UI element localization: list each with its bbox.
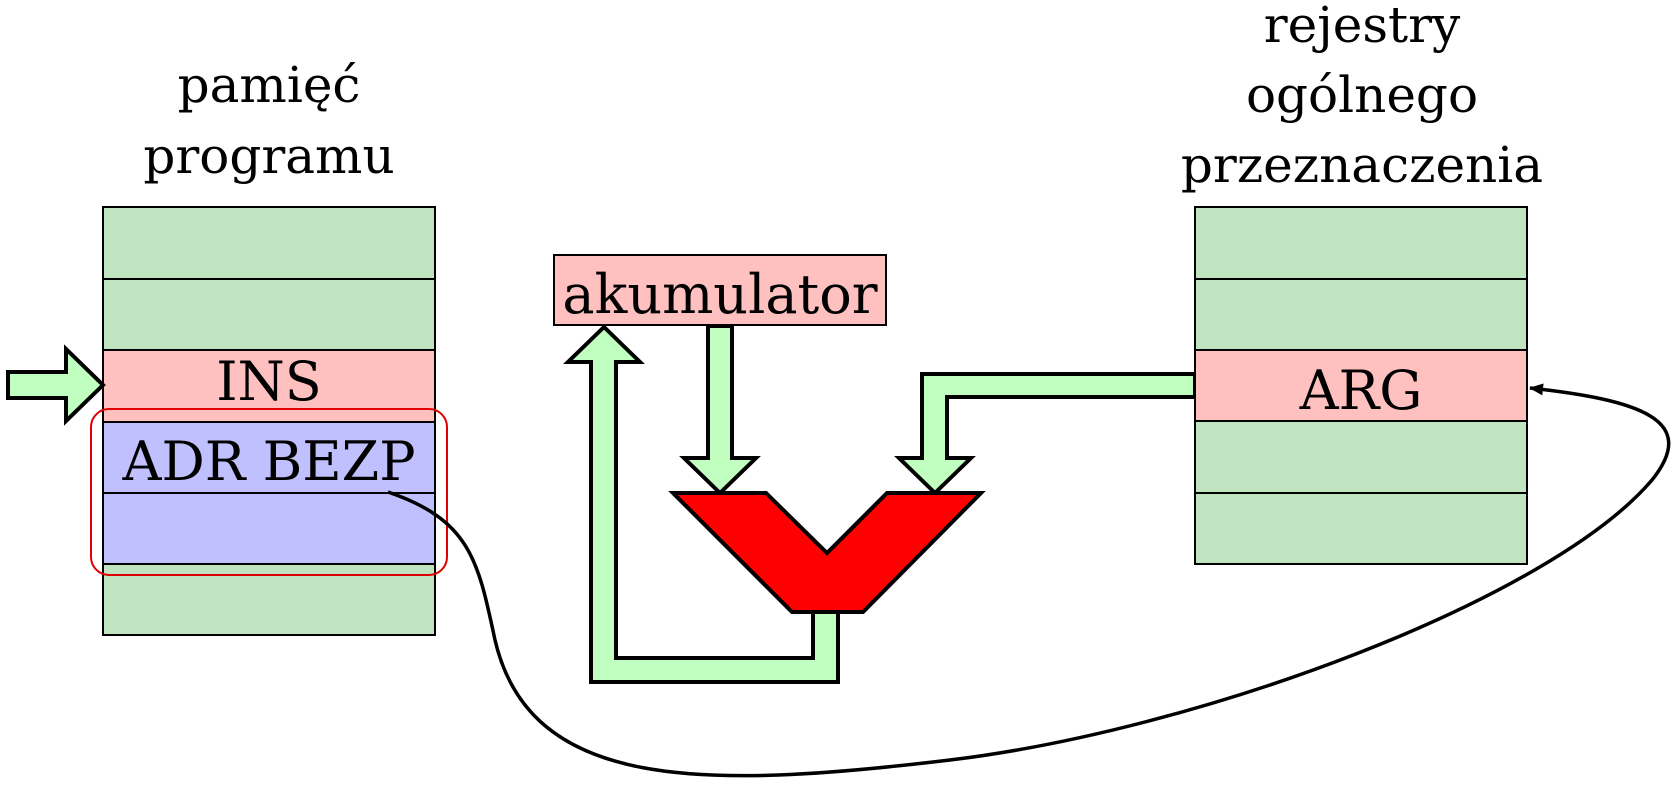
address-highlight-outline <box>90 408 448 576</box>
program-memory: INS ADR BEZP <box>102 206 436 636</box>
registers-title-line1: rejestry <box>1264 0 1461 54</box>
program-counter-arrow <box>6 344 106 426</box>
accumulator-label: akumulator <box>562 263 877 326</box>
address-pointer-curve <box>387 383 1671 778</box>
alu-shape <box>668 491 986 614</box>
register-cell <box>1194 278 1528 351</box>
memory-cell <box>102 278 436 351</box>
register-cell <box>1194 492 1528 565</box>
register-cell <box>1194 420 1528 494</box>
arg-label: ARG <box>1299 359 1423 422</box>
registers-title-line2: ogólnego <box>1246 66 1478 124</box>
accumulator-to-alu-arrow <box>679 324 761 496</box>
memory-cell <box>102 206 436 280</box>
program-memory-title-line2: programu <box>143 127 394 185</box>
memory-cell-adr-bezp-2 <box>102 492 436 565</box>
memory-cell-adr-bezp <box>102 421 436 494</box>
adr-bezp-label: ADR BEZP <box>121 430 415 493</box>
register-cell <box>1194 206 1528 280</box>
registers-title-line3: przeznaczenia <box>1181 136 1543 194</box>
register-to-alu-bus <box>894 372 1197 496</box>
program-memory-title-line1: pamięć <box>178 56 361 114</box>
ins-label: INS <box>216 350 322 413</box>
accumulator-box <box>553 254 887 326</box>
alu-to-accumulator-bus <box>563 324 840 684</box>
general-registers: ARG <box>1194 206 1528 565</box>
